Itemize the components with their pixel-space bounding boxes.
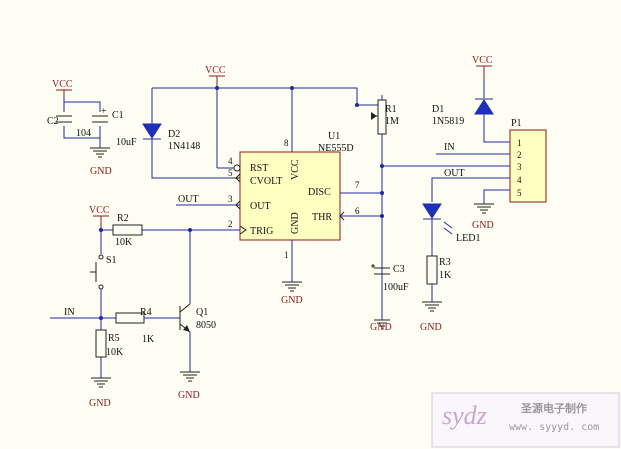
svg-text:4: 4 bbox=[228, 156, 233, 166]
capacitor-c3 bbox=[371, 264, 390, 330]
led1-ref: LED1 bbox=[456, 233, 480, 244]
r3-ref: R3 bbox=[439, 257, 451, 268]
svg-text:8: 8 bbox=[284, 138, 289, 148]
p1-ref: P1 bbox=[511, 118, 522, 129]
u1-pin-thr: THR bbox=[312, 212, 332, 223]
c1-value: 10uF bbox=[116, 137, 137, 148]
u1-pin-vcc: VCC bbox=[290, 159, 301, 180]
input-branch bbox=[50, 312, 180, 324]
vcc-symbol-r2: VCC bbox=[89, 205, 110, 230]
resistor-r3 bbox=[422, 255, 442, 312]
r5-value: 10K bbox=[106, 347, 124, 358]
vcc-symbol-d1: VCC bbox=[472, 55, 493, 80]
watermark: sydz 圣源电子制作 www. syyyd. com bbox=[431, 392, 620, 448]
watermark-logo: sydz bbox=[442, 401, 487, 430]
r1-ref: R1 bbox=[385, 104, 397, 115]
p1-wires bbox=[380, 153, 510, 204]
s1-ref: S1 bbox=[106, 255, 117, 266]
u1-pin-disc: DISC bbox=[308, 187, 331, 198]
svg-text:VCC: VCC bbox=[205, 65, 226, 76]
watermark-url: www. syyyd. com bbox=[509, 422, 599, 433]
svg-text:5: 5 bbox=[517, 188, 522, 198]
svg-text:5: 5 bbox=[228, 168, 233, 178]
c2-ref: C2 bbox=[47, 116, 59, 127]
svg-text:GND: GND bbox=[281, 295, 303, 306]
svg-text:+: + bbox=[101, 106, 107, 117]
c2-value: 104 bbox=[76, 128, 91, 139]
potentiometer-r1 bbox=[355, 95, 387, 320]
u1-pin-rst: RST bbox=[250, 163, 268, 174]
svg-text:4: 4 bbox=[517, 175, 522, 185]
r1-value: 1M bbox=[385, 116, 399, 127]
u1-pin-gnd: GND bbox=[290, 212, 301, 234]
d2-value: 1N4148 bbox=[168, 141, 200, 152]
u1-part: NE555D bbox=[318, 143, 354, 154]
top-rail-wires bbox=[152, 86, 358, 169]
gnd-symbol-u1: GND bbox=[281, 281, 303, 306]
r2-ref: R2 bbox=[117, 213, 129, 224]
diode-d1 bbox=[474, 80, 510, 143]
ic-u1-body bbox=[239, 151, 341, 241]
vcc-symbol-top: VCC bbox=[205, 65, 226, 88]
net-label-in-p1: IN bbox=[444, 142, 455, 153]
c3-ref: C3 bbox=[393, 264, 405, 275]
net-label-out-p1: OUT bbox=[444, 168, 465, 179]
transistor-q1 bbox=[179, 230, 200, 382]
switch-s1 bbox=[90, 230, 104, 318]
svg-text:1: 1 bbox=[284, 250, 289, 260]
gnd-symbol-p1: GND bbox=[472, 203, 494, 231]
r3-value: 1K bbox=[439, 270, 452, 281]
r5-ref: R5 bbox=[108, 333, 120, 344]
watermark-name: 圣源电子制作 bbox=[520, 401, 587, 415]
svg-text:VCC: VCC bbox=[89, 205, 110, 216]
c1-ref: C1 bbox=[112, 110, 124, 121]
svg-text:2: 2 bbox=[517, 150, 522, 160]
gnd-label: GND bbox=[90, 166, 112, 177]
c3-value: 100uF bbox=[383, 282, 409, 293]
connector-p1: 1 2 3 4 5 bbox=[509, 129, 547, 203]
u1-pin-out: OUT bbox=[250, 201, 271, 212]
d1-ref: D1 bbox=[432, 104, 444, 115]
r4-value: 1K bbox=[142, 334, 155, 345]
svg-text:1: 1 bbox=[517, 138, 522, 148]
net-label-out-left: OUT bbox=[178, 194, 199, 205]
u1-pin-trig: TRIG bbox=[250, 226, 273, 237]
u1-pin-cvolt: CVOLT bbox=[250, 176, 282, 187]
q1-ref: Q1 bbox=[196, 307, 208, 318]
net-label-in-left: IN bbox=[64, 307, 75, 318]
resistor-r5 bbox=[91, 318, 111, 388]
d2-ref: D2 bbox=[168, 129, 180, 140]
led-led1 bbox=[422, 203, 453, 256]
gnd-label-r3: GND bbox=[420, 322, 442, 333]
svg-text:GND: GND bbox=[472, 220, 494, 231]
d1-value: 1N5819 bbox=[432, 116, 464, 127]
r4-ref: R4 bbox=[140, 307, 152, 318]
r2-value: 10K bbox=[115, 237, 133, 248]
svg-text:3: 3 bbox=[517, 162, 522, 172]
gnd-label-q1: GND bbox=[178, 390, 200, 401]
diode-d2 bbox=[142, 88, 232, 179]
u1-ref: U1 bbox=[328, 131, 340, 142]
gnd-label-c3: GND bbox=[370, 322, 392, 333]
svg-text:7: 7 bbox=[355, 180, 360, 190]
svg-text:VCC: VCC bbox=[472, 55, 493, 66]
capacitor-c1-c2-network: + bbox=[56, 96, 108, 148]
gnd-label-r5: GND bbox=[89, 398, 111, 409]
svg-text:3: 3 bbox=[228, 194, 233, 204]
svg-text:6: 6 bbox=[355, 206, 360, 216]
q1-value: 8050 bbox=[196, 320, 216, 331]
vcc-symbol-c-group: VCC bbox=[52, 79, 73, 96]
vcc-label: VCC bbox=[52, 79, 73, 90]
svg-text:2: 2 bbox=[228, 219, 233, 229]
gnd-symbol-c-group: GND bbox=[90, 147, 112, 177]
